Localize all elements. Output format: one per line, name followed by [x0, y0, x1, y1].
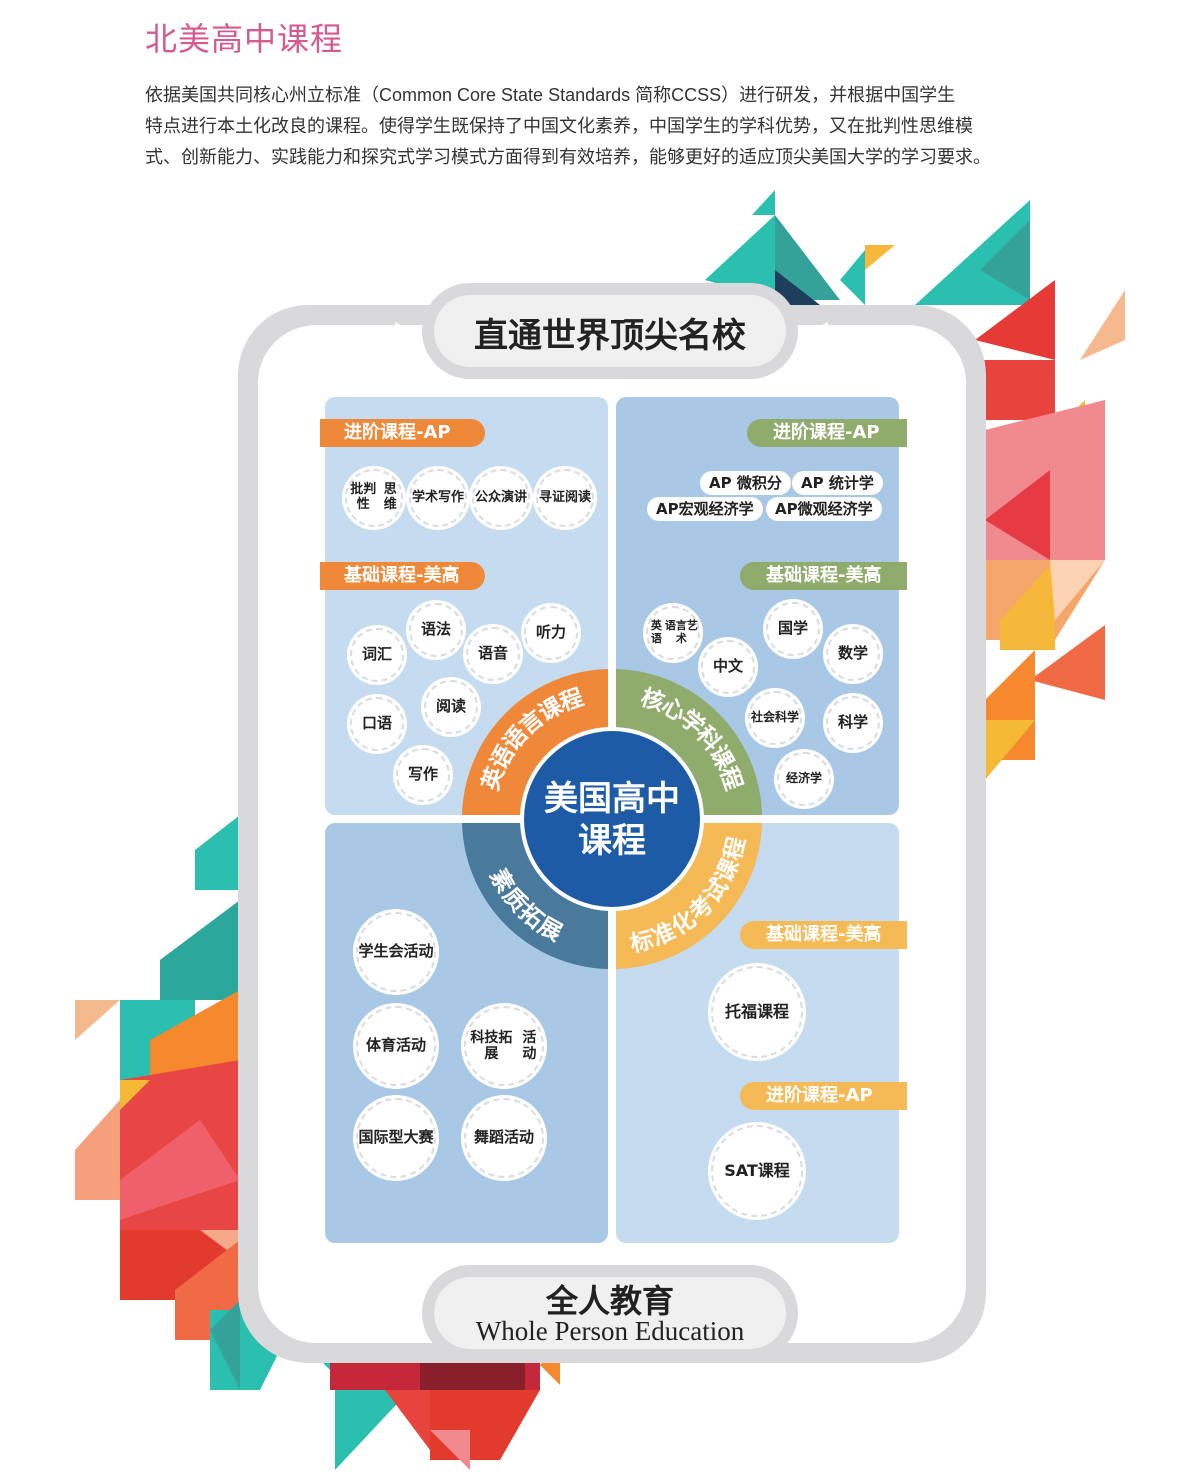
tag-basic-english: 基础课程-美高 — [320, 562, 485, 590]
tag-ap-test: 进阶课程-AP — [740, 1082, 907, 1110]
bottom-title: 全人教育 — [545, 1282, 674, 1320]
bubble-line: 社会 — [750, 710, 775, 725]
bubble-line: 学生会 — [358, 942, 404, 961]
bubble-line: 英语 — [650, 619, 662, 645]
arrow-right-icon — [395, 322, 410, 338]
bottom-title-capsule — [434, 1277, 786, 1349]
bubble-line: 舞蹈 — [473, 1128, 504, 1147]
page-title: 北美高中课程 — [145, 20, 344, 58]
pill-ap-calculus: AP 微积分 — [700, 471, 791, 495]
bubble-vocabulary: 词汇 — [350, 628, 404, 682]
ring-sector-test — [616, 823, 762, 969]
bubble-line: 活动 — [403, 942, 434, 961]
bubble-academic-writing: 学术写作 — [409, 469, 467, 527]
bottom-subtitle: Whole Person Education — [475, 1316, 745, 1346]
center-circle — [524, 731, 700, 907]
bubble-line: 批判性 — [350, 482, 377, 512]
bubble-student-council: 学生会活动 — [356, 912, 436, 992]
center-title-line1: 美国高中 — [544, 779, 680, 819]
bubble-social-science: 社会科学 — [748, 691, 802, 745]
bubble-science: 科学 — [826, 696, 880, 750]
bubble-line: 演讲 — [501, 489, 528, 505]
bubble-dance: 舞蹈活动 — [464, 1098, 544, 1178]
intro-paragraph: 依据美国共同核心州立标准（Common Core State Standards… — [145, 80, 1105, 173]
bubble-listening: 听力 — [524, 606, 578, 660]
bubble-chinese-classics: 国学 — [766, 602, 820, 656]
top-title: 直通世界顶尖名校 — [474, 316, 746, 356]
bubble-line: 写作 — [438, 489, 465, 505]
bubble-phonetics: 语音 — [466, 627, 520, 681]
pill-ap-microeconomics: AP微观经济学 — [766, 497, 882, 521]
bubble-line: 活动 — [504, 1128, 535, 1147]
bubble-line: 学术 — [411, 489, 438, 505]
bubble-line: 寻证 — [538, 489, 565, 505]
bubble-grammar: 语法 — [409, 603, 463, 657]
ring-sector-quality — [462, 823, 608, 969]
bubble-line: 语言艺术 — [664, 619, 698, 645]
bubble-writing: 写作 — [396, 748, 450, 802]
bubble-economics: 经济学 — [777, 752, 831, 806]
pill-ap-macroeconomics: AP宏观经济学 — [647, 497, 763, 521]
ring-sector-core — [616, 669, 762, 815]
bubble-sat: SAT课程 — [711, 1125, 803, 1217]
bubble-english-language-arts: 英语语言艺术 — [646, 606, 700, 660]
bubble-line: 科学 — [775, 710, 800, 725]
bubble-line: 活动 — [396, 1036, 427, 1055]
bubble-public-speaking: 公众演讲 — [472, 469, 530, 527]
tag-basic-test: 基础课程-美高 — [740, 921, 907, 949]
bubble-sports: 体育活动 — [356, 1006, 436, 1086]
center-title-line2: 课程 — [578, 821, 646, 861]
intro-line: 依据美国共同核心州立标准（Common Core State Standards… — [145, 85, 956, 105]
pill-ap-statistics: AP 统计学 — [792, 471, 883, 495]
top-title-capsule — [434, 295, 786, 367]
tag-ap-english: 进阶课程-AP — [320, 419, 485, 447]
tag-ap-core: 进阶课程-AP — [747, 419, 907, 447]
tag-basic-core: 基础课程-美高 — [740, 562, 907, 590]
bubble-toefl: 托福课程 — [711, 966, 803, 1058]
bubble-chinese: 中文 — [701, 640, 755, 694]
intro-line: 特点进行本土化改良的课程。使得学生既保持了中国文化素养，中国学生的学科优势，又在… — [145, 116, 973, 136]
bubble-line: 国际型 — [358, 1128, 404, 1147]
bubble-evidence-reading: 寻证阅读 — [536, 469, 594, 527]
bubble-reading: 阅读 — [424, 680, 478, 734]
bubble-line: 公众 — [474, 489, 501, 505]
bubble-international-competition: 国际型大赛 — [356, 1098, 436, 1178]
intro-line: 式、创新能力、实践能力和探究式学习模式方面得到有效培养，能够更好的适应顶尖美国大… — [145, 147, 991, 167]
arrow-left-icon — [813, 322, 828, 338]
bubble-tech-expansion: 科技拓展活动 — [464, 1006, 544, 1086]
bubble-line: 思维 — [383, 482, 397, 512]
bubble-line: 活动 — [522, 1029, 537, 1062]
bubble-line: 阅读 — [565, 489, 592, 505]
bubble-line: 大赛 — [403, 1128, 434, 1147]
ring-sector-english — [462, 669, 608, 815]
bubble-speaking: 口语 — [350, 697, 404, 751]
bubble-line: 科技拓展 — [470, 1029, 513, 1062]
bubble-critical-thinking: 批判性思维 — [345, 469, 403, 527]
bubble-math: 数学 — [826, 627, 880, 681]
bubble-line: 体育 — [365, 1036, 396, 1055]
